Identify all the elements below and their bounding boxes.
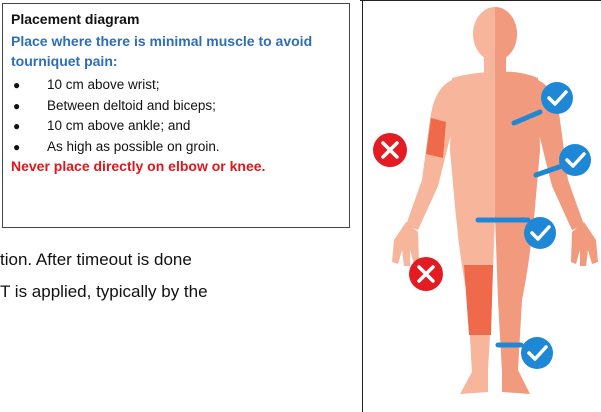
check-icon [521,337,553,369]
legend-list: ● 10 cm above wrist; ● Between deltoid and… [11,75,349,157]
left-elbow-highlight [426,118,446,158]
body-text-line-2: T is applied, typically by the [0,282,208,302]
legend-item-text: 10 cm above ankle; and [47,118,190,133]
x-icon [373,133,407,167]
bullet-icon: ● [13,96,20,117]
left-knee-highlight [464,265,493,335]
legend-item: ● 10 cm above wrist; [11,75,349,96]
bullet-icon: ● [13,75,20,96]
legend-item: ● 10 cm above ankle; and [11,116,349,137]
legend-title: Placement diagram [11,11,349,27]
check-icon [559,144,591,176]
check-icon [541,82,573,114]
legend-item-text: 10 cm above wrist; [47,77,160,92]
legend-item-text: Between deltoid and biceps; [47,98,216,113]
legend-item: ● As high as possible on groin. [11,137,349,158]
left-arm [406,80,452,230]
body-silhouette [392,7,598,394]
placement-legend-box: Placement diagram Place where there is m… [2,3,350,228]
check-icon [524,217,556,249]
x-icon [409,257,443,291]
legend-subtitle: Place where there is minimal muscle to a… [11,31,346,71]
body-placement-figure [364,0,601,412]
bullet-icon: ● [13,116,20,137]
body-text-line-1: tion. After timeout is done [0,250,192,270]
legend-warning: Never place directly on elbow or knee. [11,158,349,174]
left-foot [460,370,488,394]
right-foot [502,370,530,394]
legend-item: ● Between deltoid and biceps; [11,96,349,117]
legend-item-text: As high as possible on groin. [47,139,220,154]
bullet-icon: ● [13,137,20,158]
document-rule-vertical [362,0,363,412]
torso-shade [495,72,540,218]
head-shade [495,7,517,61]
